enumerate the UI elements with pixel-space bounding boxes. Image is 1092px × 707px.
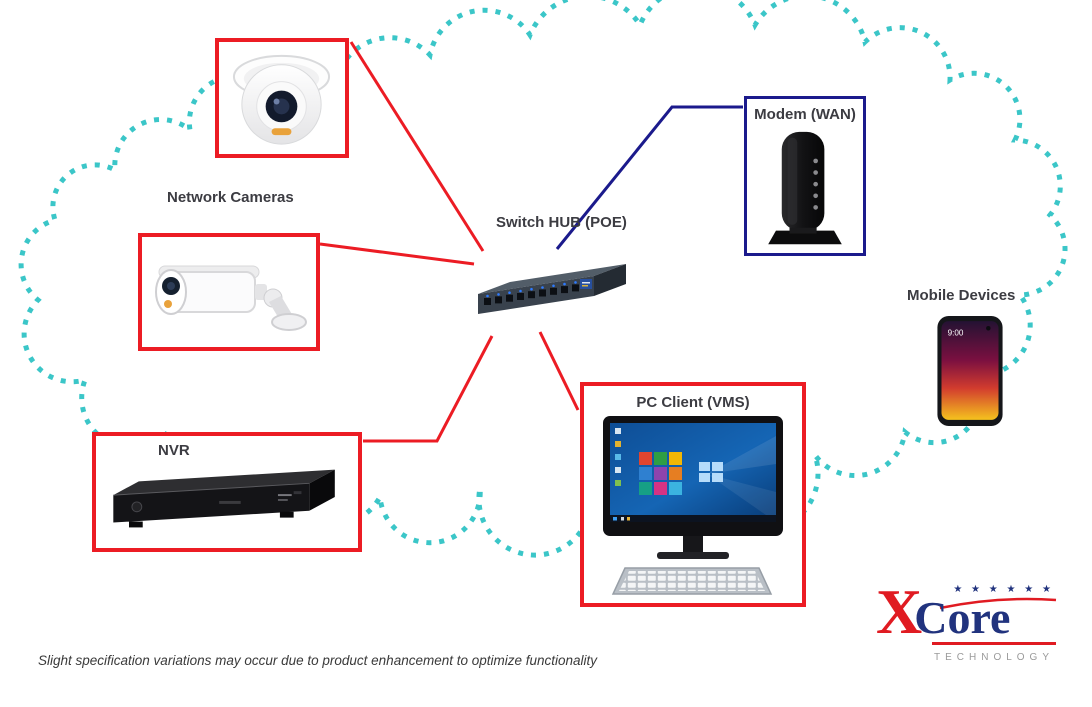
logo-x-letter: X: [876, 576, 923, 647]
nvr-box: NVR: [92, 432, 362, 552]
logo-underline: [932, 642, 1056, 645]
nvr-power-button: [131, 501, 143, 513]
phone-screen: [941, 321, 999, 420]
footer-disclaimer: Slight specification variations may occu…: [38, 653, 598, 668]
phone-front-camera: [986, 326, 991, 331]
logo-stars-icon: ★ ★ ★ ★ ★ ★: [953, 584, 1054, 595]
logo-core-letters: Core: [914, 592, 1011, 643]
desktop-icons: [615, 427, 621, 486]
pc-client-illustration: [603, 415, 783, 595]
link-dome-camera-to-switch: [349, 41, 485, 252]
start-menu-tiles: [639, 451, 682, 495]
link-switch-to-nvr: [363, 335, 494, 443]
modem-led-lights: [813, 158, 818, 210]
mobile-devices-label: Mobile Devices: [907, 287, 1016, 304]
nvr-label: NVR: [158, 442, 190, 459]
keyboard-illustration: [611, 566, 773, 595]
nvr-illustration: [113, 469, 335, 528]
logo-swoosh-icon: [939, 597, 1057, 610]
dome-camera-box: [215, 38, 349, 158]
logo-technology-text: Technology: [934, 652, 1055, 663]
link-bullet-camera-to-switch: [319, 242, 475, 266]
pc-screen: [610, 422, 776, 522]
link-switch-to-modem: [555, 105, 743, 250]
modem-label: Modem (WAN): [754, 106, 856, 123]
dome-camera-illustration: [232, 54, 331, 145]
taskbar: [610, 514, 776, 522]
bullet-camera-illustration: [155, 265, 307, 331]
switch-hub-label: Switch HUB (POE): [496, 214, 627, 231]
pc-client-box: PC Client (VMS): [580, 382, 806, 607]
link-switch-to-pc: [538, 331, 580, 411]
network-cameras-label: Network Cameras: [167, 189, 294, 206]
modem-illustration: [768, 131, 842, 244]
switch-ports: [484, 284, 579, 305]
poe-switch-illustration: [478, 264, 626, 314]
phone-time: 9:00: [948, 328, 964, 337]
windows-logo-icon: [699, 461, 723, 482]
bullet-camera-box: [138, 233, 320, 351]
modem-box: Modem (WAN): [744, 96, 866, 256]
smartphone-illustration: 9:00: [937, 316, 1003, 426]
pc-client-label: PC Client (VMS): [636, 394, 750, 411]
